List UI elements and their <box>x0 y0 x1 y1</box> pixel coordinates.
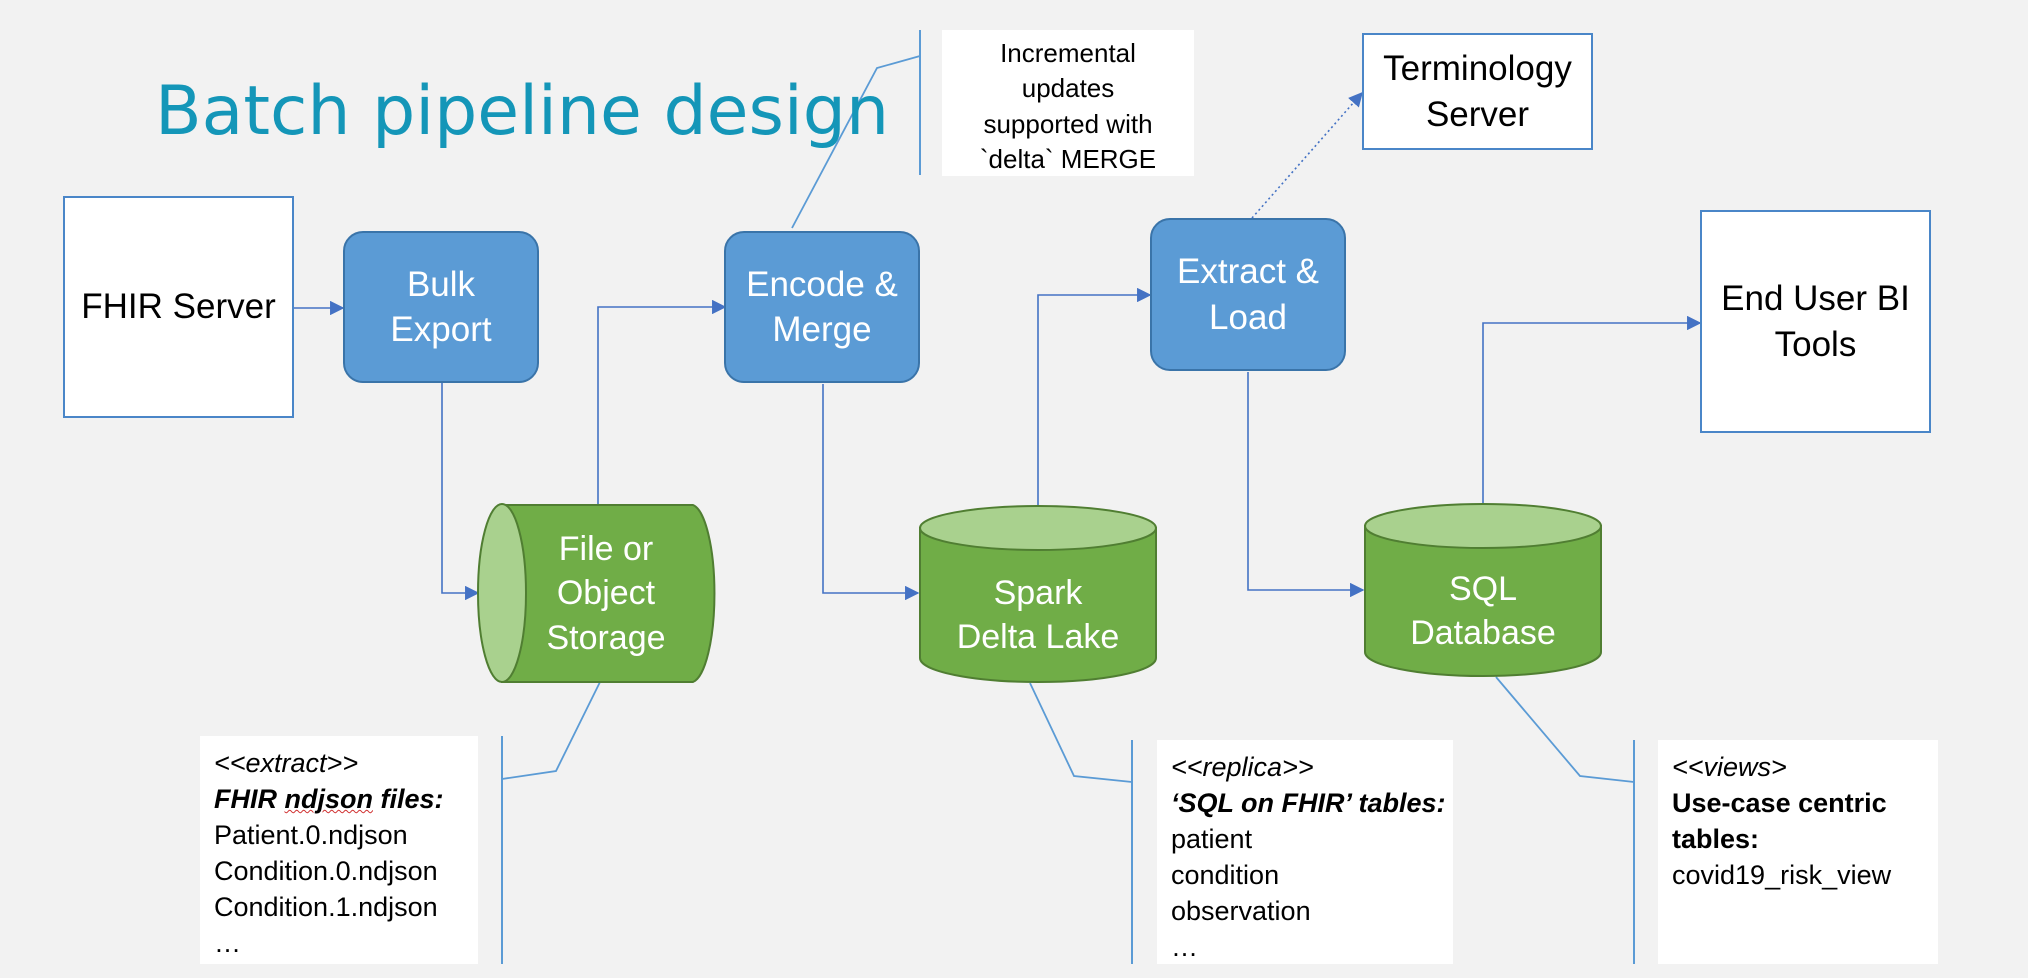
extract-note-stereotype: <<extract>> <box>214 748 359 778</box>
encode-merge-box[interactable]: Encode & Merge <box>724 231 920 383</box>
extract-note-item: Condition.1.ndjson <box>214 891 438 922</box>
end-user-bi-label-2: Tools <box>1774 324 1857 364</box>
incremental-note-line-4: `delta` MERGE <box>979 144 1157 175</box>
extract-note-item: … <box>214 927 241 958</box>
file-storage-label-3: Storage <box>546 618 666 657</box>
views-note-heading-1: Use-case centric <box>1672 787 1887 818</box>
replica-note-item: … <box>1171 931 1198 962</box>
extract-note: <<extract>> FHIR ndjson files: Patient.0… <box>200 736 478 964</box>
arrow-extract-to-sql <box>1247 372 1365 598</box>
spark-delta-label-1: Spark <box>993 573 1083 612</box>
spark-delta-cylinder <box>919 505 1157 683</box>
extract-note-item: Patient.0.ndjson <box>214 819 408 850</box>
spark-delta-label: Spark Delta Lake <box>920 550 1156 680</box>
replica-note-heading: ‘SQL on FHIR’ tables: <box>1171 787 1446 818</box>
extract-load-label-2: Load <box>1209 297 1287 337</box>
callout-line-incremental <box>791 55 921 229</box>
replica-note-item: observation <box>1171 895 1311 926</box>
bulk-export-label-2: Export <box>390 310 492 349</box>
file-storage-label-1: File or <box>558 530 654 569</box>
callout-line-extract <box>501 681 601 780</box>
encode-merge-label-2: Merge <box>772 310 872 349</box>
extract-note-heading: FHIR ndjson files: <box>214 782 478 818</box>
callout-line-replica <box>1029 682 1133 783</box>
bulk-export-box[interactable]: Bulk Export <box>343 231 539 383</box>
extract-heading-post: files: <box>373 783 444 814</box>
file-storage-label-2: Object <box>556 574 656 613</box>
replica-note: <<replica>> ‘SQL on FHIR’ tables: patien… <box>1157 740 1453 964</box>
arrow-storage-to-encode <box>597 299 727 506</box>
fhir-server-label: FHIR Server <box>81 287 276 327</box>
bulk-export-label-1: Bulk <box>406 264 476 304</box>
replica-note-item: condition <box>1171 859 1280 890</box>
extract-load-box[interactable]: Extract & Load <box>1150 218 1346 371</box>
incremental-note-line-2: updates <box>1021 73 1115 104</box>
views-note-stereotype: <<views> <box>1672 752 1787 782</box>
end-user-bi-box[interactable]: End User BI Tools <box>1700 210 1931 433</box>
arrow-encode-to-spark <box>822 384 920 601</box>
page-title: Batch pipeline design <box>155 72 890 151</box>
arrow-spark-to-extract <box>1037 287 1152 506</box>
file-storage-label: File or Object Storage <box>520 505 692 682</box>
replica-note-stereotype: <<replica>> <box>1171 752 1314 782</box>
terminology-server-label-2: Server <box>1425 94 1530 134</box>
extract-note-item: Condition.0.ndjson <box>214 855 438 886</box>
arrow-extract-to-terminology <box>1251 91 1363 219</box>
views-note-item: covid19_risk_view <box>1672 859 1892 890</box>
sql-database-label-2: Database <box>1410 614 1556 652</box>
end-user-bi-label-1: End User BI <box>1721 279 1910 318</box>
sql-database-label-1: SQL <box>1448 569 1518 608</box>
sql-database-cylinder <box>1364 503 1602 677</box>
spark-delta-label-2: Delta Lake <box>956 618 1120 656</box>
terminology-server-box[interactable]: Terminology Server <box>1362 33 1593 150</box>
file-storage-cylinder <box>477 503 716 683</box>
extract-heading-word: ndjson <box>284 783 374 814</box>
incremental-note-line-1: Incremental <box>1000 38 1136 68</box>
terminology-server-label-1: Terminology <box>1383 49 1572 88</box>
incremental-updates-note: Incremental updates supported with `delt… <box>942 30 1194 176</box>
incremental-note-line-3: supported with <box>983 108 1153 139</box>
extract-heading-pre: FHIR <box>214 783 285 814</box>
arrow-bulk-to-storage <box>441 383 480 601</box>
views-note: <<views> Use-case centric tables: covid1… <box>1658 740 1938 964</box>
replica-note-item: patient <box>1171 823 1253 854</box>
callout-line-views <box>1495 676 1635 783</box>
fhir-server-box[interactable]: FHIR Server <box>63 196 294 418</box>
arrow-sql-to-bi <box>1482 315 1702 504</box>
encode-merge-label-1: Encode & <box>746 264 898 304</box>
views-note-heading-2: tables: <box>1672 823 1760 854</box>
extract-load-label-1: Extract & <box>1177 252 1319 291</box>
sql-database-label: SQL Database <box>1365 546 1601 676</box>
